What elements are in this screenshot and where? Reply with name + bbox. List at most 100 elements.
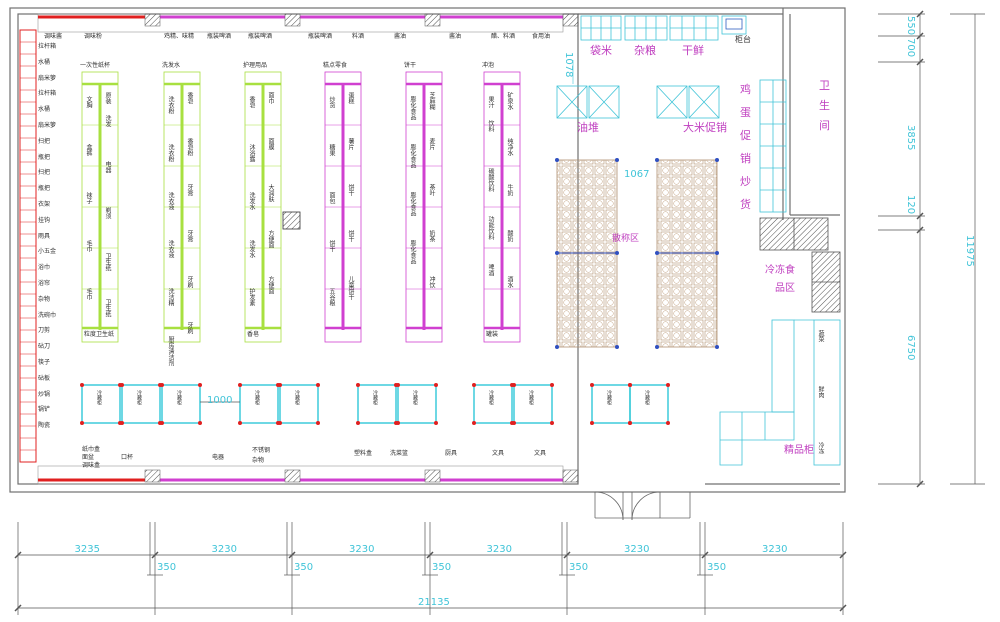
bottom-wall-label: 面盆 [82,454,95,461]
top-wall-label: 瓶装啤酒 [248,33,273,40]
zone-bulk-label: 散称区 [612,234,640,244]
bottom-wall-label: 文具 [534,450,547,457]
bulk-bins [555,158,719,349]
promo-table-label: 冷藏柜 [96,390,102,405]
bottom-wall-shelf [37,465,579,485]
aisle-left-label: 洗发水 [248,192,255,210]
promo-table-label: 冷藏柜 [372,390,378,405]
aisle-right-label: 饼干 [347,184,354,196]
aisle-right-label: 面膜 [267,138,274,150]
pallet-stacks [556,60,720,119]
left-wall-shelf [19,29,37,463]
aisle-left-label: 厨房清洁剂 [167,336,174,366]
aisle-left-label: 洗衣粉 [167,96,174,114]
egg-shelf [759,79,787,213]
fresh-cabinet-label: 鲜肉 [817,386,824,398]
center-pillar [282,211,301,230]
zone-dry-label: 干鲜 [682,44,704,57]
aisle-head-label: 护理用品 [243,62,268,69]
aisle-left-label: 饼干 [328,240,335,252]
dimension-span-label: 3230 [624,544,650,555]
promo-table-label: 冷藏柜 [412,390,418,405]
dimension-height-label: 120 [905,195,916,215]
zone-frozen-label: 品区 [775,283,795,294]
aisle-right-label: 洗发 [104,115,111,127]
aisle-right-label: 香皂粉 [186,138,193,156]
left-wall-label: 挂钩 [38,216,51,224]
dimension-gap-label: 350 [432,562,452,573]
aisle-right-label: 卫生纸 [104,299,111,317]
top-wall-label: 调味酱 [44,33,63,40]
left-wall-label: 扇米箩 [38,74,57,82]
zone-counter-label: 柜台 [735,35,751,44]
aisle-head-label: 一次性纸杯 [80,62,111,69]
left-wall-label: 扫把 [38,137,51,145]
promo-table-label: 冷藏柜 [528,390,534,405]
dimension-height-label: 6750 [905,335,916,361]
left-wall-label: 刀剪 [38,327,51,335]
aisle-right-label: 饼干 [347,230,354,242]
left-wall-label: 陶瓷 [38,422,51,430]
aisle-right-label: 牙膏 [186,230,193,242]
zone-restroom-label: 生 [819,99,830,112]
grain-bins [580,15,747,41]
bottom-wall-label: 文具 [492,450,505,457]
zone-egg-label: 销 [740,152,751,165]
aisle-left-label: 糖果 [328,144,335,156]
left-wall-label: 拉杆箱 [38,43,57,50]
left-wall-label: 瓶把 [38,153,51,161]
dimension-height-label: 3855 [905,125,916,151]
aisle-right-label: 牙刷 [186,276,193,288]
fresh-cabinet-label: 冷冻 [817,442,824,454]
promo-table-label: 冷藏柜 [644,390,650,405]
left-wall-label: 衣架 [38,201,51,208]
dimension-inner-label: 1067 [624,169,650,180]
aisle-foot-label: 香皂 [247,331,260,338]
aisle-right-label: 剃须 [104,207,111,219]
left-wall-label: 砧板 [38,374,51,382]
left-wall-label: 砧刀 [38,343,51,351]
dimension-gap-label: 350 [707,562,727,573]
dimension-gap-label: 350 [157,562,177,573]
bottom-wall-label: 杂物 [252,457,265,464]
top-wall-label: 调味粉 [84,33,103,40]
left-wall-label: 浴巾 [38,264,51,272]
zone-rice-promo-label: 大米促销 [683,121,727,134]
top-wall-label: 食用油 [532,33,551,40]
aisle-right-label: 牙膏 [186,184,193,196]
aisle-right-label: 面巾 [267,92,274,104]
left-wall-label: 瓶把 [38,185,51,193]
top-wall-label: 料酒 [352,33,365,40]
left-wall-label: 雨具 [38,232,51,240]
dimension-span-label: 3230 [211,544,237,555]
aisle-head-label: 洗发水 [162,62,181,69]
aisle-right-label: 大润肤 [267,184,274,202]
aisle-left-label: 护发素 [248,288,255,306]
aisle-left-label: 洗衣粉 [167,144,174,162]
aisle-foot-label: 罐装 [486,331,499,338]
aisle-right-label: 方便面 [267,230,274,248]
dimension-inner-label: 1078 [563,52,574,78]
left-wall-label: 锅铲 [38,406,51,414]
entrance-doors [594,491,691,521]
aisle-left-label: 毛巾 [85,240,92,252]
left-wall-label: 扫把 [38,169,51,177]
aisle-right-label: 电器 [104,161,111,173]
aisle-foot-label: 粒度卫生纸 [84,331,115,338]
zone-egg-label: 炒 [740,175,751,188]
zone-egg-label: 促 [740,129,751,142]
top-wall-label: 瓶装啤酒 [207,33,232,40]
zone-frozen-label: 冷冻食 [765,265,795,276]
aisle-left-label: 碳酸饮料 [487,168,494,192]
dimension-span-label: 3230 [349,544,375,555]
left-wall-label: 浴帘 [38,280,51,287]
zone-oil-label: 油堆 [577,121,599,134]
aisle-left-label: 五谷粮 [328,288,335,306]
aisle-right-label: 麦片 [428,138,435,150]
zone-egg-label: 鸡 [740,83,751,96]
dimension-gap-label: 350 [294,562,314,573]
aisle-right-label: 卫生纸 [104,253,111,271]
left-wall-label: 拉杆箱 [38,90,57,98]
aisle-left-label: 洗发水 [248,240,255,258]
